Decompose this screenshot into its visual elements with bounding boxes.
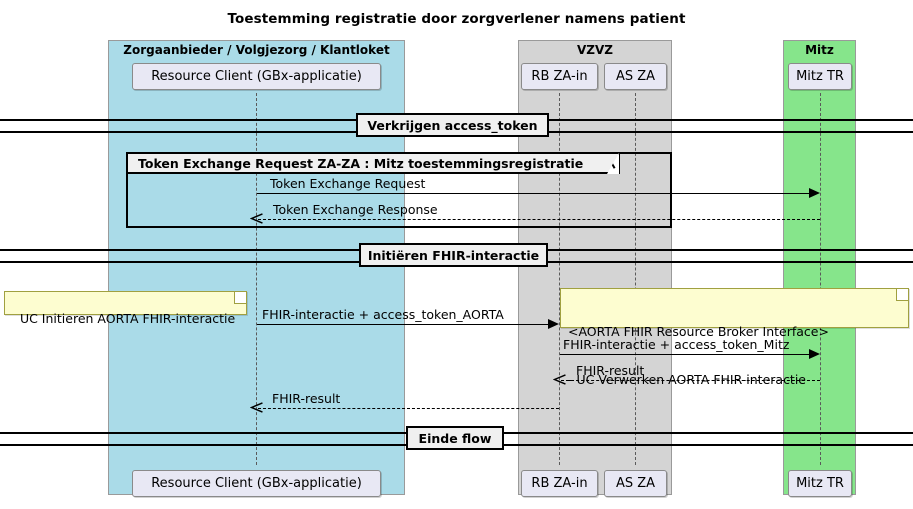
fragment-label: Token Exchange Request ZA-ZA : Mitz toes… [138, 155, 584, 171]
participant-resource-client-top[interactable]: Resource Client (GBx-applicatie) [132, 63, 381, 90]
message-label-fhir-interactie-aorta: FHIR-interactie + access_token_AORTA [262, 307, 504, 322]
participant-label: RB ZA-in [531, 69, 588, 84]
message-label-fhir-interactie-mitz: FHIR-interactie + access_token_Mitz [563, 337, 790, 352]
message-line-fhir-result-client [258, 408, 559, 409]
divider-einde-flow: Einde flow [406, 426, 504, 450]
page-title: Toestemming registratie door zorgverlene… [227, 11, 686, 27]
participant-mitz-tr-bottom[interactable]: Mitz TR [788, 470, 852, 497]
group-label-zorgaanbieder: Zorgaanbieder / Volgjezorg / Klantloket [123, 43, 390, 57]
fragment-token-exchange: Token Exchange Request ZA-ZA : Mitz toes… [126, 152, 672, 228]
divider-initieren-fhir-interactie: Initiëren FHIR-interactie [359, 243, 548, 267]
participant-label: Mitz TR [796, 476, 844, 491]
group-label-vzvz: VZVZ [577, 43, 613, 57]
message-label-fhir-result-client: FHIR-result [272, 391, 341, 406]
participant-label: Mitz TR [796, 69, 844, 84]
message-label-fhir-result-mitz: FHIR-result [576, 363, 645, 378]
participant-label: Resource Client (GBx-applicatie) [151, 69, 362, 84]
lifeline-resource-client [256, 93, 257, 465]
fragment-corner-notch [607, 153, 619, 174]
divider-label-text: Einde flow [418, 430, 492, 446]
message-arrowhead-fhir-interactie-mitz [809, 349, 820, 359]
participant-label: RB ZA-in [531, 476, 588, 491]
message-line-token-exchange-request [257, 193, 811, 194]
message-label-token-exchange-request: Token Exchange Request [270, 176, 426, 191]
participant-rb-za-in-bottom[interactable]: RB ZA-in [521, 470, 598, 497]
group-band-mitz: Mitz [783, 40, 856, 495]
fragment-header: Token Exchange Request ZA-ZA : Mitz toes… [128, 153, 620, 174]
divider-label-text: Verkrijgen access_token [367, 117, 538, 133]
note-fold-corner [896, 289, 908, 301]
message-arrowhead-token-exchange-response [250, 213, 263, 224]
lifeline-as-za [635, 93, 636, 465]
lifeline-mitz-tr [820, 93, 821, 465]
participant-label: AS ZA [615, 476, 656, 491]
message-line-fhir-interactie-mitz [560, 354, 811, 355]
participant-mitz-tr-top[interactable]: Mitz TR [788, 63, 852, 90]
note-text: UC Initieren AORTA FHIR-interactie [19, 311, 236, 326]
participant-label: AS ZA [615, 69, 656, 84]
message-arrowhead-token-exchange-request [809, 188, 820, 198]
message-arrowhead-fhir-interactie-aorta [548, 319, 559, 329]
participant-rb-za-in-top[interactable]: RB ZA-in [521, 63, 598, 90]
message-line-token-exchange-response [258, 219, 820, 220]
participant-as-za-top[interactable]: AS ZA [604, 63, 667, 90]
participant-label: Resource Client (GBx-applicatie) [151, 476, 362, 491]
lifeline-rb-za-in [559, 93, 560, 465]
note-aorta-broker: <AORTA FHIR Resource Broker Interface> -… [560, 288, 909, 387]
group-band-vzvz: VZVZ [518, 40, 672, 495]
divider-label-text: Initiëren FHIR-interactie [367, 247, 540, 263]
note-text-line-2: - UC Verwerken AORTA FHIR-interactie [568, 372, 807, 387]
message-line-fhir-interactie-aorta [257, 324, 549, 325]
message-arrowhead-fhir-result-mitz [553, 374, 566, 385]
note-uc-initieren: UC Initieren AORTA FHIR-interactie [4, 291, 247, 326]
message-line-fhir-result-mitz [561, 380, 820, 381]
message-label-token-exchange-response: Token Exchange Response [273, 202, 438, 217]
group-label-mitz: Mitz [805, 43, 834, 57]
participant-resource-client-bottom[interactable]: Resource Client (GBx-applicatie) [132, 470, 381, 497]
note-text-line-1: <AORTA FHIR Resource Broker Interface> [568, 324, 829, 339]
message-arrowhead-fhir-result-client [250, 402, 263, 413]
divider-verkrijgen-access-token: Verkrijgen access_token [356, 113, 549, 137]
participant-as-za-bottom[interactable]: AS ZA [604, 470, 667, 497]
note-fold-corner [234, 292, 246, 304]
